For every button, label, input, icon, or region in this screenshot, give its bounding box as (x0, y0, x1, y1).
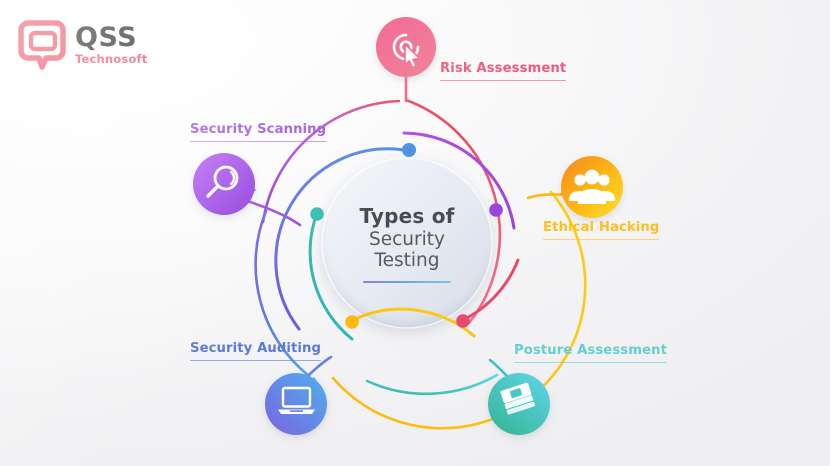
arc-inner-purple (402, 131, 516, 230)
people-group-icon (569, 169, 615, 204)
laptop-icon (278, 386, 315, 414)
brand-name: QSS (75, 22, 138, 54)
label-security-auditing[interactable]: Security Auditing (190, 341, 322, 365)
node-security-auditing[interactable] (265, 373, 327, 435)
label-posture-assessment-underline (514, 362, 668, 364)
node-posture-assessment[interactable] (488, 373, 550, 435)
center-disc (321, 157, 493, 329)
dot-yellow (345, 315, 359, 329)
label-risk-assessment-text: Risk Assessment (440, 61, 567, 76)
cursor-arrow-icon (404, 42, 421, 69)
label-security-auditing-underline (190, 360, 322, 362)
arc-inner-blue (274, 147, 406, 331)
brand-logo: QSS Technosoft (18, 20, 147, 70)
arc-security-scanning-outer (261, 99, 401, 224)
dot-purple (489, 203, 503, 217)
brand-logo-text: QSS Technosoft (75, 24, 147, 66)
label-ethical-hacking[interactable]: Ethical Hacking (543, 220, 660, 244)
label-posture-assessment[interactable]: Posture Assessment (514, 343, 668, 367)
label-security-scanning[interactable]: Security Scanning (190, 122, 327, 146)
label-security-auditing-text: Security Auditing (190, 341, 322, 356)
node-ethical-hacking[interactable] (560, 156, 623, 218)
label-posture-assessment-text: Posture Assessment (514, 343, 668, 358)
brand-tagline: Technosoft (75, 52, 148, 67)
arc-security-auditing-outer (254, 209, 311, 378)
node-risk-assessment[interactable] (376, 17, 436, 78)
arc-posture-assessment-outer (365, 373, 499, 396)
books-stack-icon (500, 382, 536, 415)
label-ethical-hacking-text: Ethical Hacking (543, 220, 660, 235)
label-security-scanning-underline (190, 141, 327, 143)
label-security-scanning-text: Security Scanning (190, 122, 327, 137)
label-risk-assessment[interactable]: Risk Assessment (440, 61, 567, 85)
arc-risk-assessment-outer (404, 98, 502, 325)
magnifier-icon (206, 165, 239, 198)
label-risk-assessment-underline (440, 80, 567, 82)
dot-teal (310, 207, 324, 221)
qss-q-bubble-logo-icon (18, 20, 66, 70)
dot-blue (402, 143, 416, 157)
inner-arc-dot-group (310, 143, 503, 329)
label-ethical-hacking-underline (543, 239, 660, 241)
arc-inner-teal (308, 211, 354, 341)
node-security-scanning[interactable] (193, 153, 256, 215)
arc-inner-red (461, 258, 520, 322)
dot-red (456, 314, 470, 328)
